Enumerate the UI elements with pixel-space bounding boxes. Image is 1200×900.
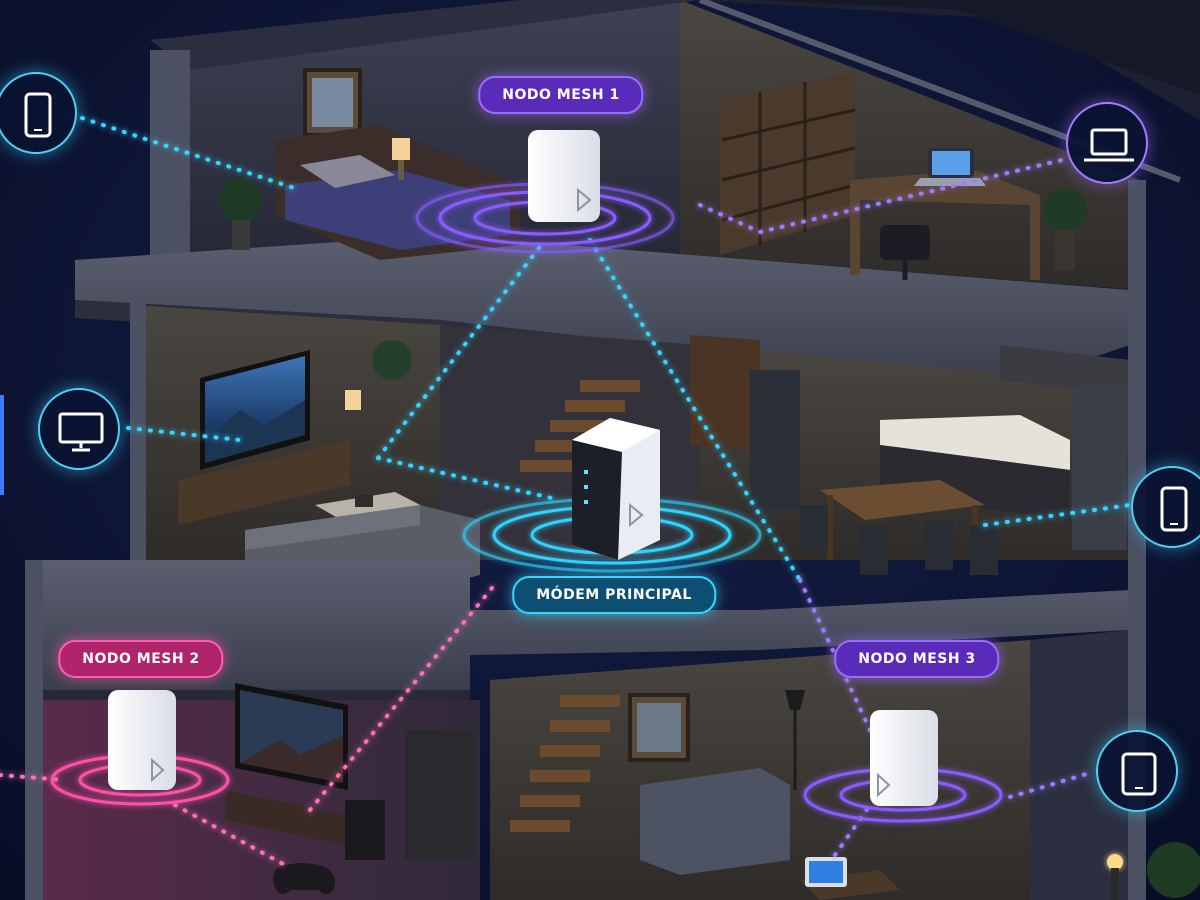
top-roof-eave bbox=[150, 0, 700, 70]
garden-light bbox=[1107, 854, 1123, 870]
roof-beam bbox=[150, 50, 190, 260]
middle-left-pillar bbox=[130, 300, 146, 570]
bedroom-plant bbox=[218, 178, 262, 222]
right-pillar bbox=[1128, 180, 1146, 900]
left-lower-pillar bbox=[25, 560, 43, 900]
modem-router bbox=[572, 418, 660, 560]
device-phone-right bbox=[1131, 466, 1200, 548]
monitor-icon bbox=[58, 412, 104, 452]
link-mesh3-tablet bbox=[1008, 770, 1095, 799]
tablet-icon bbox=[1121, 752, 1157, 796]
link-mesh2-controller bbox=[173, 803, 287, 867]
link-modem-mesh2 bbox=[308, 586, 494, 812]
device-laptop-right bbox=[1066, 102, 1148, 184]
dining-chairs bbox=[800, 505, 998, 575]
mesh2-router bbox=[108, 690, 176, 790]
garden-shrub bbox=[1147, 842, 1200, 898]
office-plant bbox=[1043, 188, 1087, 232]
roof-panels bbox=[760, 0, 1200, 95]
kitchen-cabinets-upper bbox=[1000, 345, 1130, 395]
smartphone-icon bbox=[1160, 486, 1188, 532]
link-modem-left bbox=[376, 456, 562, 502]
dining-table bbox=[820, 480, 985, 520]
link-modem-mesh1-a bbox=[376, 238, 547, 460]
device-tablet-right bbox=[1096, 730, 1178, 812]
staircase-middle bbox=[520, 380, 640, 472]
link-tv-left bbox=[126, 426, 242, 442]
device-phone-top-left bbox=[0, 72, 77, 154]
device-tv-left bbox=[38, 388, 120, 470]
gaming-cabinet bbox=[405, 730, 475, 860]
mesh3-router bbox=[870, 710, 938, 806]
left-edge-light bbox=[0, 395, 4, 495]
right-wall-lower bbox=[1030, 630, 1130, 900]
office-chair bbox=[880, 225, 930, 260]
living-plant bbox=[372, 340, 412, 380]
stairs-upper bbox=[690, 335, 760, 450]
laptop-icon bbox=[1084, 128, 1134, 162]
smartphone-icon bbox=[24, 92, 52, 138]
link-mesh3-lounge bbox=[833, 803, 872, 857]
top-floor-slab bbox=[75, 235, 1130, 385]
floor-lamp bbox=[785, 690, 805, 710]
speaker bbox=[345, 800, 385, 860]
mesh2-label: NODO MESH 2 bbox=[58, 640, 224, 678]
desk bbox=[850, 170, 1040, 280]
link-mesh2-left bbox=[0, 773, 67, 782]
link-modem-mesh1-b bbox=[588, 238, 802, 582]
kitchen-fridge-left bbox=[750, 370, 800, 510]
mesh1-router bbox=[528, 130, 600, 222]
fridge bbox=[1072, 390, 1127, 550]
kitchen-counter bbox=[880, 415, 1070, 470]
game-controller-icon bbox=[273, 863, 335, 894]
lounge-sofa bbox=[640, 768, 790, 875]
mesh1-label: NODO MESH 1 bbox=[478, 76, 644, 114]
tv-stand bbox=[178, 440, 350, 525]
middle-floor-slab bbox=[25, 560, 1130, 690]
gaming-stand bbox=[225, 790, 370, 850]
mesh3-label: NODO MESH 3 bbox=[834, 640, 1000, 678]
link-phone-right bbox=[983, 503, 1132, 527]
staircase-lower bbox=[510, 695, 620, 832]
link-mesh1-office bbox=[698, 158, 1064, 235]
modem-label: MÓDEM PRINCIPAL bbox=[512, 576, 716, 614]
